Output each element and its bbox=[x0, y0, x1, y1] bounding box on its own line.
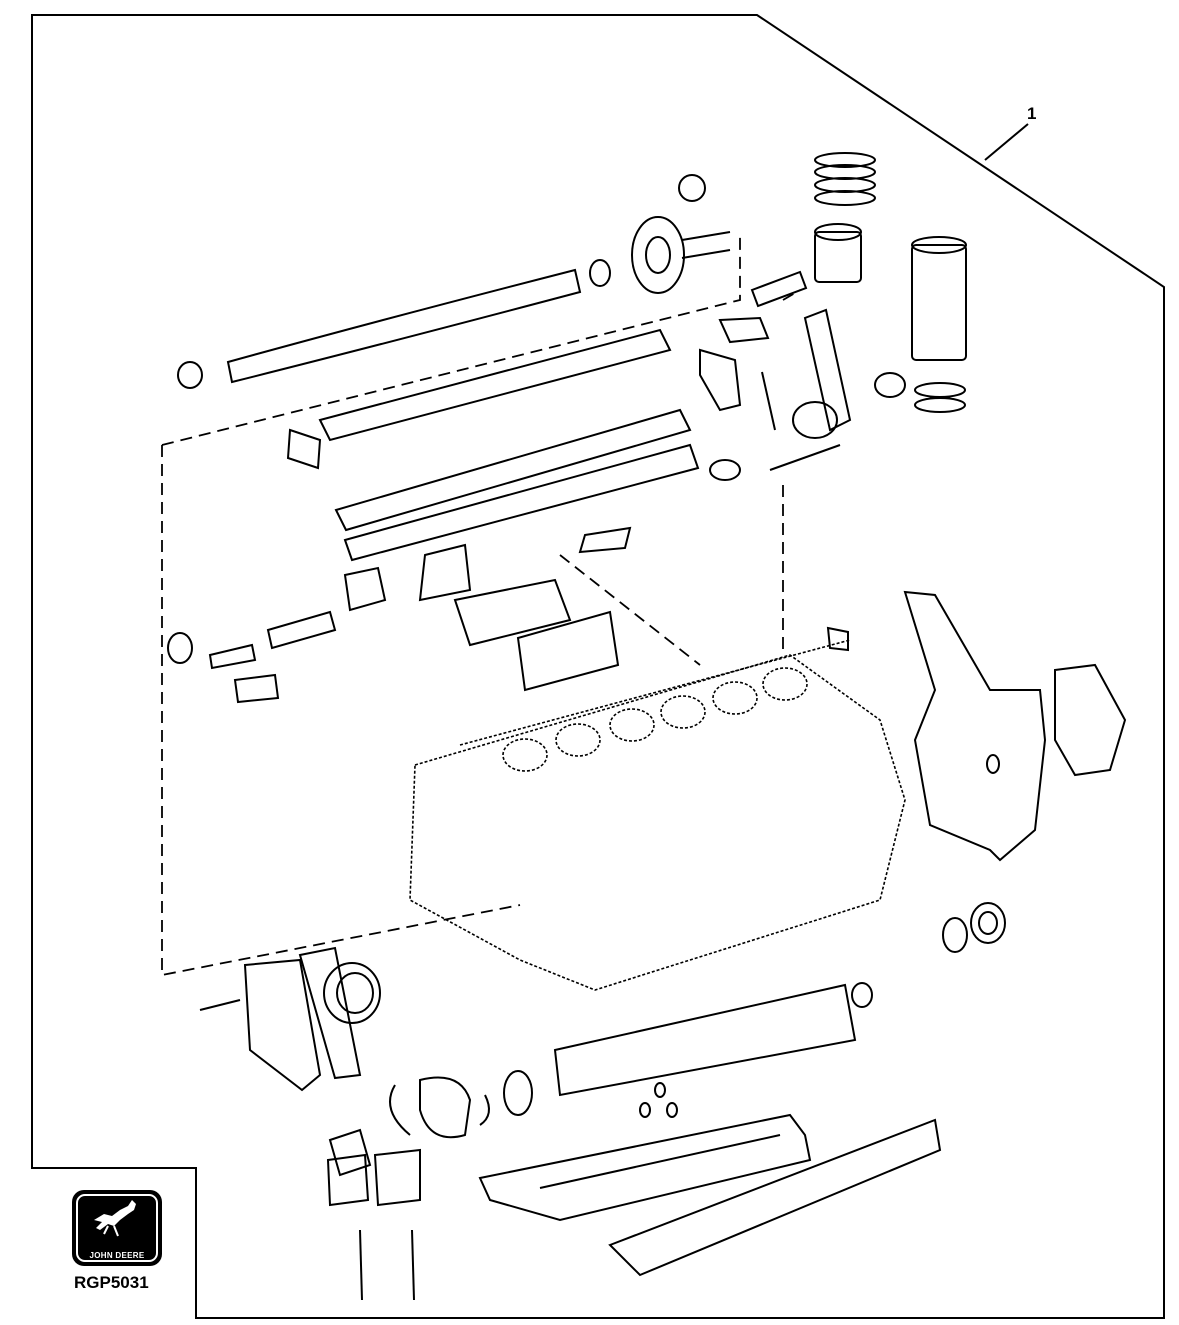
block-plate-gasket bbox=[233, 673, 280, 704]
crankshaft bbox=[553, 983, 857, 1097]
brand-logo: JOHN DEERE bbox=[72, 1190, 162, 1266]
head-gasket-lower bbox=[343, 443, 700, 562]
logo-frame bbox=[76, 1194, 158, 1262]
figure-id: RGP5031 bbox=[74, 1273, 149, 1292]
rod-bolt bbox=[761, 371, 776, 431]
brand-text: JOHN DEERE bbox=[89, 1251, 145, 1260]
thrust-washer bbox=[678, 174, 706, 202]
water-pump-gasket bbox=[418, 543, 472, 602]
head-gasket-upper bbox=[334, 408, 692, 532]
outlet-gasket bbox=[718, 316, 770, 344]
crank-gear bbox=[503, 1070, 533, 1116]
timing-cover-small-gasket bbox=[826, 626, 849, 652]
front-cover-gasket bbox=[1054, 663, 1127, 777]
exhaust-gasket bbox=[578, 526, 632, 554]
front-seal-ring bbox=[986, 754, 1000, 774]
crank-thrust bbox=[851, 982, 873, 1008]
piston-rings bbox=[814, 152, 876, 206]
rod-bearing bbox=[874, 372, 906, 398]
rear-seal bbox=[323, 962, 381, 1024]
cylinder-liner bbox=[911, 236, 967, 361]
thermostat-gasket bbox=[699, 348, 742, 412]
elbow-gasket bbox=[343, 566, 387, 612]
flange-gasket bbox=[266, 610, 337, 650]
oil-cooler-gasket-lower bbox=[516, 610, 620, 692]
rear-seal-housing-gasket bbox=[298, 946, 362, 1080]
cam-gear bbox=[631, 216, 731, 294]
main-bearings bbox=[326, 1076, 472, 1207]
small-washer bbox=[709, 459, 741, 481]
kit-boundary bbox=[31, 14, 1165, 1319]
intake-gasket bbox=[286, 428, 322, 470]
phantom-lines bbox=[161, 235, 801, 977]
main-bolts bbox=[359, 1229, 415, 1301]
cylinder-block bbox=[409, 639, 906, 991]
liner-packings bbox=[914, 382, 966, 413]
oil-pan-gasket bbox=[478, 1113, 812, 1222]
leaping-deer-icon bbox=[94, 1200, 136, 1237]
wear-sleeve bbox=[942, 917, 968, 953]
camshaft bbox=[177, 259, 611, 389]
rear-housing-gasket bbox=[243, 958, 322, 1092]
fitting-washer bbox=[167, 632, 193, 664]
callout-leader bbox=[984, 123, 1029, 161]
front-crank-seal bbox=[970, 902, 1006, 944]
callout-number: 1 bbox=[1027, 104, 1037, 123]
timing-housing-gasket bbox=[903, 590, 1047, 862]
connecting-rod bbox=[769, 308, 852, 471]
thrust-washers bbox=[389, 1084, 490, 1136]
oil-pan-outer-gasket bbox=[608, 1118, 942, 1277]
adapter-gasket bbox=[208, 643, 257, 670]
rocker-cover-gasket bbox=[318, 328, 672, 442]
piston-pin bbox=[750, 270, 808, 308]
o-rings bbox=[639, 1082, 678, 1118]
piston bbox=[814, 223, 862, 283]
rear-bolt bbox=[199, 999, 241, 1011]
oil-cooler-gasket-upper bbox=[453, 578, 572, 647]
